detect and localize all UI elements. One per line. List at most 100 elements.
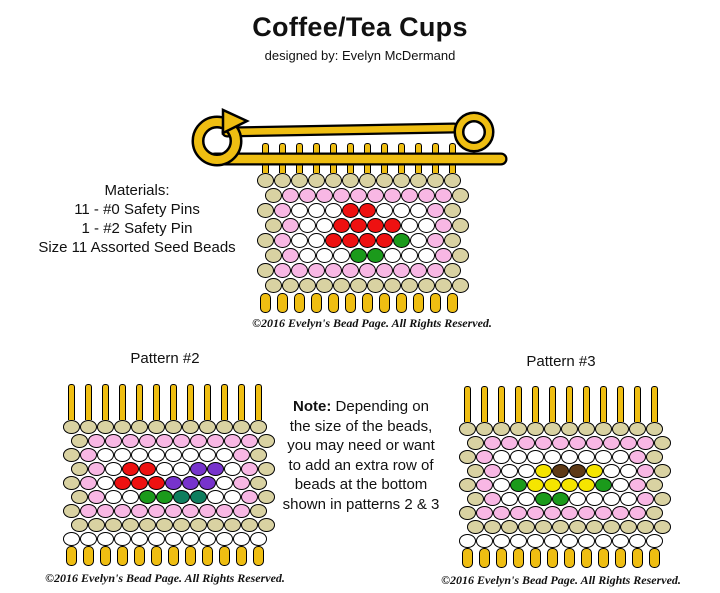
safety-pin-head: [379, 293, 390, 313]
bead-pink: [578, 506, 595, 520]
safety-pin-shaft: [481, 386, 488, 422]
safety-pin-shaft: [170, 384, 177, 420]
bead-white: [527, 450, 544, 464]
bead-row: [63, 504, 275, 518]
bead-pink: [316, 188, 333, 203]
bead-pink: [629, 478, 646, 492]
bead-khaki: [359, 173, 376, 188]
bead-khaki: [257, 233, 274, 248]
safety-pin-shaft: [549, 386, 556, 422]
bead-pink: [393, 263, 410, 278]
bead-pink: [376, 263, 393, 278]
safety-pin-head: [185, 546, 196, 566]
bead-pink: [241, 490, 258, 504]
bead-pink: [401, 188, 418, 203]
bead-khaki: [207, 518, 224, 532]
bead-pink: [359, 263, 376, 278]
bead-row: [71, 462, 275, 476]
materials-heading: Materials:: [104, 182, 170, 199]
safety-pin-shaft: [566, 386, 573, 422]
bead-red: [333, 218, 350, 233]
bead-row: [459, 506, 671, 520]
bead-green: [156, 490, 173, 504]
bead-pink: [88, 434, 105, 448]
safety-pin-head: [202, 546, 213, 566]
bead-khaki: [131, 420, 148, 434]
safety-pin-head: [311, 293, 322, 313]
pin-clasp: [453, 111, 495, 153]
bead-white: [561, 450, 578, 464]
bead-khaki: [274, 173, 291, 188]
bead-pink: [435, 218, 452, 233]
bead-khaki: [527, 422, 544, 436]
bead-pink: [384, 188, 401, 203]
bead-khaki: [148, 420, 165, 434]
bead-row: [63, 448, 275, 462]
bead-khaki: [105, 518, 122, 532]
safety-pin-shaft: [187, 384, 194, 420]
bead-pink: [182, 504, 199, 518]
bead-khaki: [654, 436, 671, 450]
bead-pink: [114, 504, 131, 518]
bead-khaki: [586, 520, 603, 534]
bead-row: [265, 218, 469, 233]
bead-red: [359, 203, 376, 218]
bead-khaki: [476, 422, 493, 436]
bead-green: [595, 478, 612, 492]
bead-khaki: [165, 420, 182, 434]
bead-khaki: [569, 520, 586, 534]
bead-white: [308, 203, 325, 218]
bead-white: [148, 448, 165, 462]
bead-row: [257, 263, 469, 278]
pattern3-label: Pattern #3: [526, 353, 596, 370]
bead-white: [122, 490, 139, 504]
bead-khaki: [654, 492, 671, 506]
bead-pink: [637, 492, 654, 506]
bead-row: [467, 520, 671, 534]
bead-pink: [173, 434, 190, 448]
bead-khaki: [250, 476, 267, 490]
bead-khaki: [282, 278, 299, 293]
page-title: Coffee/Tea Cups: [252, 12, 468, 42]
safety-pin-shaft: [238, 384, 245, 420]
bead-khaki: [435, 278, 452, 293]
bead-grid: [63, 420, 275, 546]
bead-khaki: [88, 518, 105, 532]
bead-pink: [561, 506, 578, 520]
bead-white: [501, 492, 518, 506]
bead-pink: [233, 476, 250, 490]
bead-khaki: [612, 422, 629, 436]
bead-pink: [476, 506, 493, 520]
bead-white: [603, 492, 620, 506]
bead-khaki: [63, 420, 80, 434]
bead-pink: [484, 464, 501, 478]
bead-pink: [518, 436, 535, 450]
bead-khaki: [257, 173, 274, 188]
bead-pink: [476, 450, 493, 464]
bead-pink: [333, 188, 350, 203]
safety-pin-head: [581, 548, 592, 568]
bead-white: [97, 532, 114, 546]
materials-item: 11 - #0 Safety Pins: [74, 201, 200, 218]
bead-white: [510, 534, 527, 548]
bead-khaki: [80, 420, 97, 434]
bead-khaki: [646, 506, 663, 520]
pin-arrowhead-icon: [221, 108, 250, 136]
bead-pink: [207, 434, 224, 448]
bead-khaki: [518, 520, 535, 534]
bead-pattern-3: [459, 386, 671, 568]
bead-purple: [165, 476, 182, 490]
bead-khaki: [646, 422, 663, 436]
bead-white: [165, 532, 182, 546]
safety-pin-shaft: [498, 386, 505, 422]
bead-white: [182, 448, 199, 462]
safety-pin-head: [168, 546, 179, 566]
bead-white: [199, 532, 216, 546]
bead-white: [612, 450, 629, 464]
safety-pin-head: [430, 293, 441, 313]
safety-pin-head: [462, 548, 473, 568]
bead-pink: [80, 448, 97, 462]
bead-khaki: [333, 278, 350, 293]
bead-row: [459, 450, 671, 464]
bead-white: [578, 450, 595, 464]
